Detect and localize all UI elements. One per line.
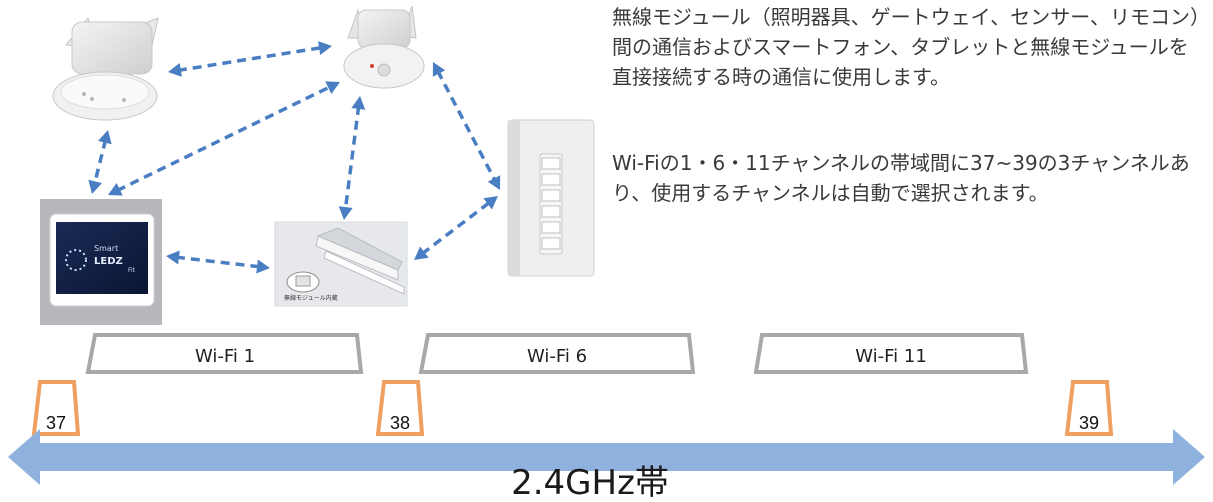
arrowhead <box>98 130 112 145</box>
ceiling-gateway-device <box>52 16 159 121</box>
fixture-module-label: 無線モジュール内蔵 <box>284 294 338 302</box>
tablet-suffix-text: Fit <box>128 267 136 274</box>
description-paragraph-2: Wi-Fiの1・6・11チャンネルの帯域間に37~39の3チャンネルあり、使用す… <box>612 151 1190 205</box>
dashed-connection-line <box>177 45 323 73</box>
wifi-channel-1: Wi-Fi 1 <box>85 333 364 374</box>
arrowhead <box>166 250 180 265</box>
arrowhead <box>483 196 498 210</box>
arrowhead <box>487 175 501 190</box>
arrowhead <box>325 81 340 94</box>
dashed-connection-line <box>343 105 361 211</box>
band-arrow <box>8 429 1205 485</box>
arrowhead <box>351 96 366 110</box>
tablet-logo-text: LEDZ <box>94 256 123 267</box>
channel-marker-38: 38 <box>375 380 425 436</box>
description-paragraph-1: 無線モジュール（照明器具、ゲートウェイ、センサー、リモコン）間の通信およびスマー… <box>612 5 1200 89</box>
arrowhead <box>168 63 182 77</box>
channel-marker-39: 39 <box>1064 380 1114 436</box>
light-fixture-with-module: 無線モジュール内蔵 <box>274 221 408 307</box>
arrowhead <box>256 259 270 274</box>
arrowhead <box>338 206 353 220</box>
channel-39-label: 39 <box>1079 413 1099 433</box>
tablet-brand-text: Smart <box>94 244 118 253</box>
dashed-connection-line <box>436 70 497 182</box>
band-label: 2.4GHz帯 <box>511 463 669 502</box>
arrowhead <box>414 246 429 260</box>
wifi-11-label: Wi-Fi 11 <box>855 346 927 367</box>
wall-switch-remote <box>507 119 595 277</box>
connection-arrows <box>88 41 501 274</box>
wifi-channel-6: Wi-Fi 6 <box>418 333 696 374</box>
arrowhead <box>108 183 123 196</box>
dashed-connection-line <box>175 255 261 269</box>
dashed-connection-line <box>420 200 492 256</box>
dashed-connection-line <box>92 139 108 185</box>
channel-38-label: 38 <box>390 413 410 433</box>
arrowhead <box>318 41 332 55</box>
channel-37-label: 37 <box>46 413 66 433</box>
arrowhead <box>432 62 446 77</box>
arrowhead <box>88 179 102 194</box>
wifi-1-label: Wi-Fi 1 <box>195 346 255 367</box>
wifi-channel-11: Wi-Fi 11 <box>753 333 1029 374</box>
wifi-6-label: Wi-Fi 6 <box>527 346 587 367</box>
ceiling-sensor-device <box>343 5 425 89</box>
dashed-connection-line <box>116 84 332 193</box>
channel-marker-37: 37 <box>31 380 81 436</box>
tablet-controller: Smart LEDZ Fit <box>40 199 162 325</box>
